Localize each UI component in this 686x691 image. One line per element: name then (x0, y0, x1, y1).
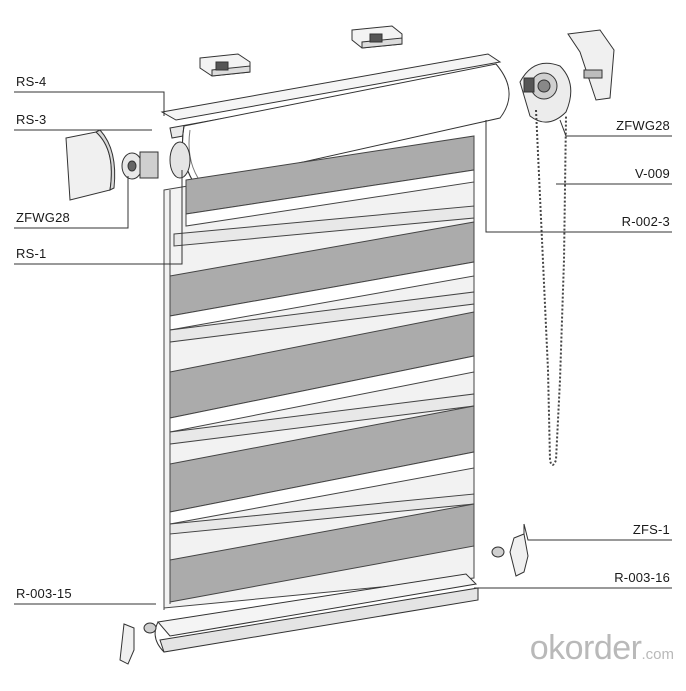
bottom-rail (154, 573, 479, 653)
label-rs-4: RS-4 (16, 74, 47, 89)
label-v-009: V-009 (635, 166, 670, 181)
watermark-main: okorder (529, 629, 642, 667)
fabric-panel (163, 135, 475, 610)
head-rail (160, 53, 510, 187)
okorder-watermark: okorder.com (530, 629, 674, 668)
control-unit-zfwg28-right (519, 29, 615, 123)
bottom-end-cap-left (119, 622, 157, 665)
label-zfs-1: ZFS-1 (632, 522, 670, 537)
roller-tube-end (169, 141, 191, 179)
label-r-003-16: R-003-16 (614, 570, 670, 585)
top-bracket-right (351, 25, 403, 49)
bead-chain-v009 (535, 109, 567, 466)
chain-clip-zfs1 (491, 524, 529, 577)
end-cap-zfwg28-left (65, 129, 116, 201)
label-r-002-3: R-002-3 (621, 214, 670, 229)
label-zfwg28-left: ZFWG28 (16, 210, 70, 225)
leader-lines (14, 91, 672, 605)
top-bracket-left (199, 53, 251, 77)
label-rs-3: RS-3 (16, 112, 47, 127)
watermark-suffix: .com (641, 646, 674, 663)
label-r-003-15: R-003-15 (16, 586, 72, 601)
label-rs-1: RS-1 (16, 246, 47, 261)
end-plug-rs3 (121, 151, 159, 180)
label-zfwg28-right: ZFWG28 (616, 118, 670, 133)
